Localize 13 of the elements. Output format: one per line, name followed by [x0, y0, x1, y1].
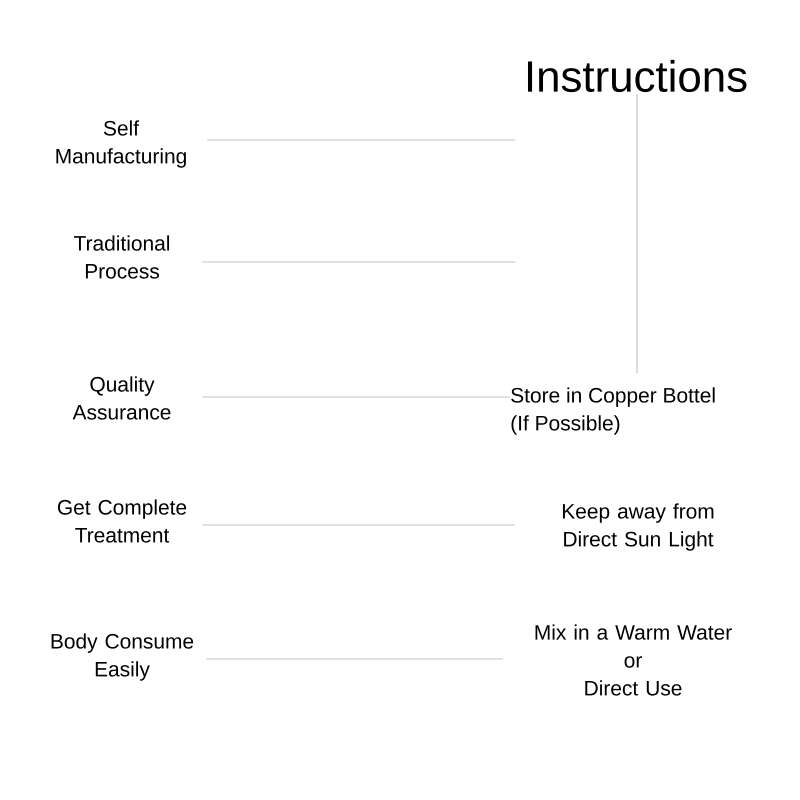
instruction-text: Mix in a Warm Water or Direct Use	[536, 624, 732, 696]
item-label: Get Complete Treatment	[58, 499, 186, 543]
connector-line	[202, 524, 516, 526]
connector-line	[206, 658, 504, 660]
instruction-text: Keep away from Direct Sun Light	[562, 503, 714, 551]
connector-line	[202, 396, 510, 398]
connector-line	[636, 94, 638, 374]
instruction-text: Store in Copper Bottel (If Possible)	[511, 387, 715, 435]
item-label: Body Consume Easily	[52, 633, 194, 681]
item-label: Self Manufacturing	[56, 120, 186, 168]
heading-text: Instructions	[528, 60, 746, 92]
item-label: Traditional Process	[74, 235, 170, 279]
item-label: Quality Assurance	[72, 376, 170, 420]
